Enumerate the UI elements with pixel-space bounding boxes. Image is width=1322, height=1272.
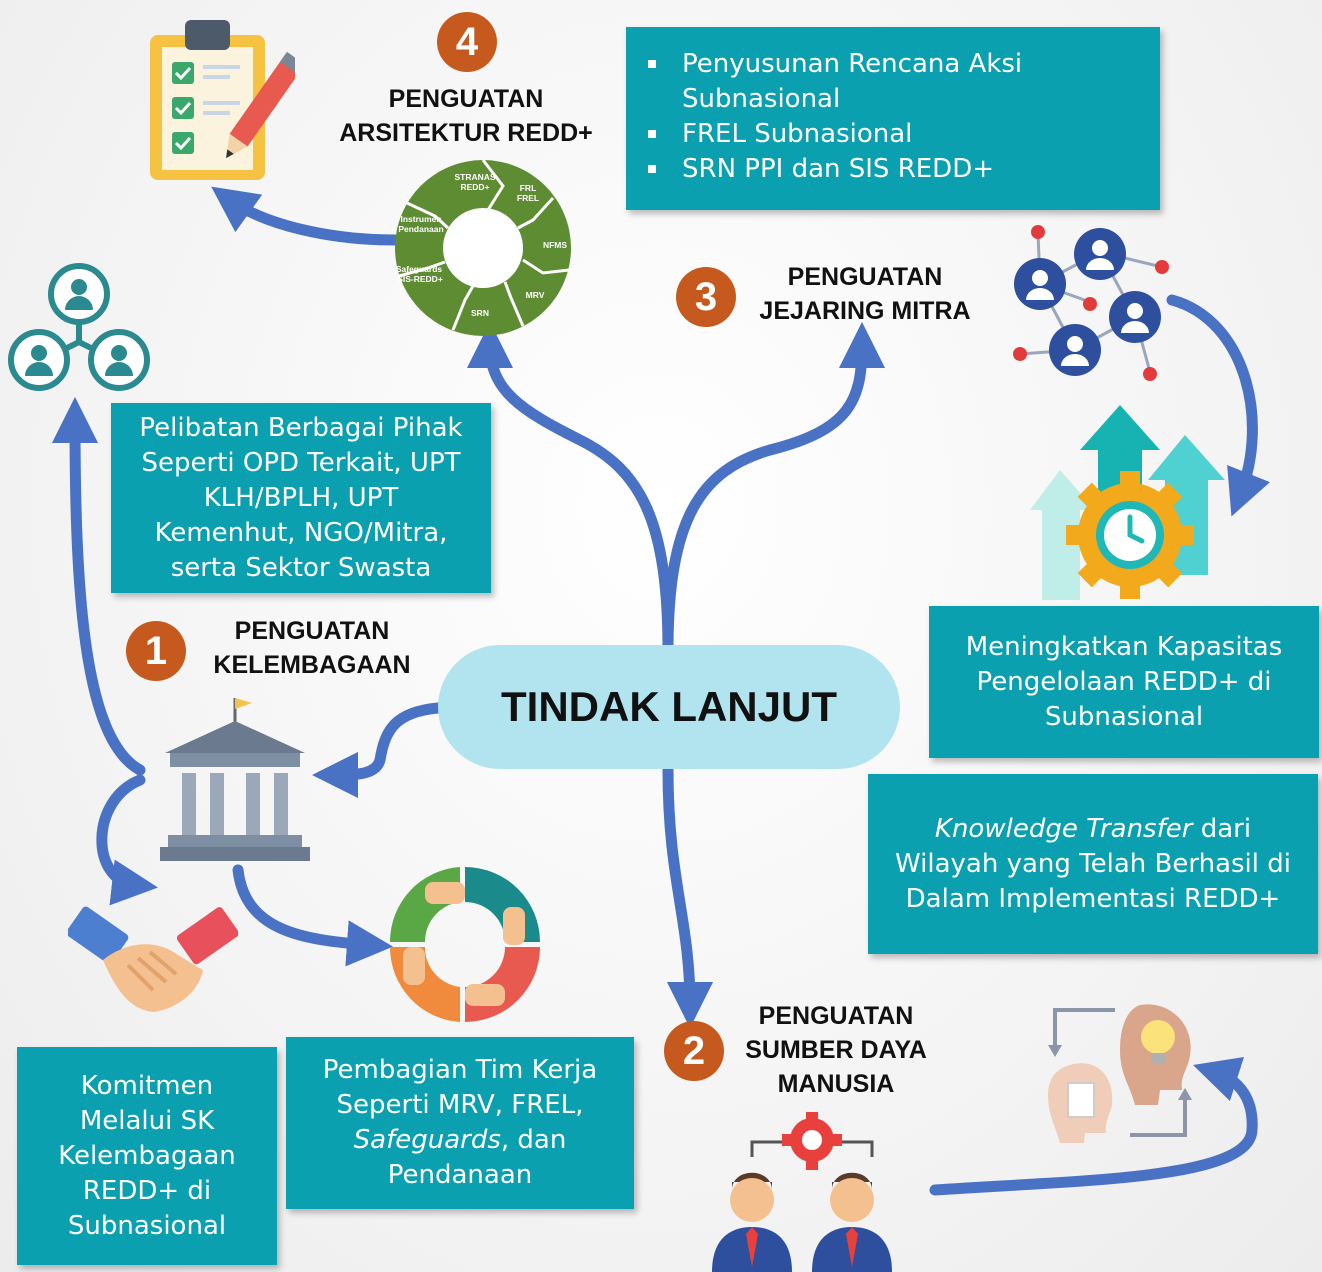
wheel-segment-srn: SRN bbox=[471, 308, 489, 318]
center-node: TINDAK LANJUT bbox=[438, 645, 900, 769]
wheel-segment-safeguards: Safeguards bbox=[396, 264, 443, 274]
branch-3-heading: PENGUATAN JEJARING MITRA bbox=[759, 263, 971, 325]
mind-exchange-icon bbox=[1048, 1004, 1192, 1143]
people-network-icon bbox=[1013, 225, 1169, 381]
branch-2-number: 2 bbox=[664, 1021, 724, 1081]
growth-arrows-gear-icon bbox=[1030, 405, 1225, 600]
arrow-to-handshake bbox=[96, 774, 158, 906]
arrow-to-growth bbox=[1166, 294, 1271, 517]
branch-1-heading: PENGUATAN KELEMBAGAAN bbox=[213, 617, 411, 679]
arrow-to-hr bbox=[662, 764, 714, 1029]
wheel-segment-stranas-line2: REDD+ bbox=[460, 182, 489, 192]
people-gear-icon bbox=[712, 1112, 892, 1272]
stakeholder-box: Pelibatan Berbagai Pihak Seperti OPD Ter… bbox=[111, 403, 491, 593]
stakeholder-group-icon bbox=[8, 263, 150, 391]
branch-4-number: 4 bbox=[437, 12, 497, 72]
arrow-to-teamwork bbox=[232, 864, 394, 967]
commitment-box: Komitmen Melalui SK Kelembagaan REDD+ di… bbox=[17, 1047, 277, 1265]
wheel-segment-pendanaan: Pendanaan bbox=[398, 224, 443, 234]
handshake-icon bbox=[68, 906, 238, 1012]
capacity-box: Meningkatkan Kapasitas Pengelolaan REDD+… bbox=[929, 606, 1319, 758]
government-building-icon bbox=[160, 698, 310, 861]
arrow-to-partners bbox=[662, 321, 886, 656]
branch-1-number: 1 bbox=[126, 621, 186, 681]
hands-circle-icon bbox=[389, 867, 540, 1022]
center-title: TINDAK LANJUT bbox=[501, 683, 837, 730]
wheel-segment-frel: FREL bbox=[517, 193, 539, 203]
wheel-segment-frl: FRL bbox=[520, 183, 537, 193]
bullet-item: FREL Subnasional bbox=[646, 117, 1140, 152]
branch-4-heading: PENGUATAN ARSITEKTUR REDD+ bbox=[339, 85, 593, 147]
branch-2-heading: PENGUATAN SUMBER DAYA MANUSIA bbox=[745, 1002, 927, 1098]
wheel-segment-sis: SIS-REDD+ bbox=[397, 274, 443, 284]
clipboard-checklist-icon bbox=[150, 20, 295, 180]
bullet-item: Penyusunan Rencana Aksi Subnasional bbox=[646, 47, 1140, 117]
team-division-box: Pembagian Tim Kerja Seperti MRV, FREL, S… bbox=[286, 1037, 634, 1209]
bullet-item: SRN PPI dan SIS REDD+ bbox=[646, 152, 1140, 187]
arrow-to-architecture bbox=[466, 321, 674, 656]
redd-architecture-wheel: STRANAS REDD+ FRL FREL NFMS MRV SRN Safe… bbox=[395, 159, 571, 336]
knowledge-transfer-box: Knowledge Transfer dari Wilayah yang Tel… bbox=[868, 774, 1318, 954]
wheel-segment-nfms: NFMS bbox=[543, 240, 567, 250]
wheel-segment-mrv: MRV bbox=[526, 290, 545, 300]
architecture-bullets: Penyusunan Rencana Aksi Subnasional FREL… bbox=[626, 27, 1160, 210]
arrow-to-mind bbox=[929, 1057, 1258, 1196]
arrow-to-institution bbox=[311, 702, 444, 799]
arrow-to-checklist bbox=[211, 186, 401, 246]
branch-3-number: 3 bbox=[676, 267, 736, 327]
wheel-segment-instrumen: Instrumen bbox=[400, 214, 441, 224]
arrow-to-stakeholders bbox=[51, 396, 146, 776]
wheel-segment-stranas: STRANAS bbox=[454, 172, 495, 182]
